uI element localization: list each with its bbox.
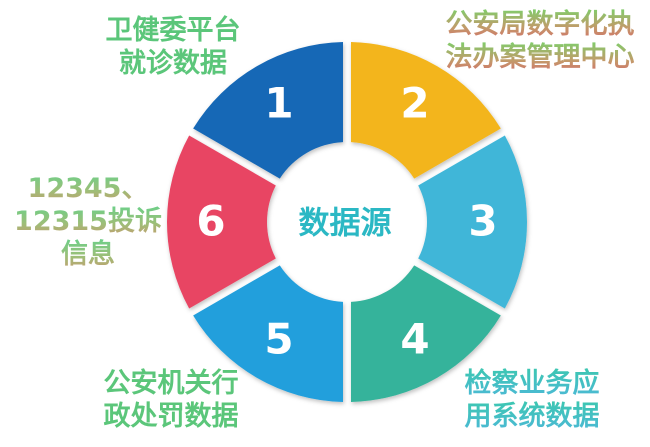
segment-2-label: 公安局数字化执 法办案管理中心	[440, 8, 640, 74]
segment-6-number: 6	[196, 197, 225, 246]
segment-4	[350, 265, 501, 402]
segment-1-label: 卫健委平台 就诊数据	[103, 14, 243, 80]
segment-1-label-line-1: 卫健委平台	[105, 15, 241, 46]
segment-2	[350, 42, 501, 179]
segment-1-number: 1	[264, 79, 293, 128]
segment-2-label-line-2: 法办案管理中心	[440, 41, 640, 74]
segment-5-label-line-1: 公安机关行	[103, 368, 239, 399]
segment-4-label-line-1: 检察业务应	[442, 367, 622, 400]
segment-3	[418, 135, 528, 309]
segment-5-number: 5	[264, 314, 293, 363]
segment-4-number: 4	[400, 314, 429, 363]
center-label: 数据源	[299, 206, 392, 242]
segment-6-label-line-3: 信息	[8, 238, 168, 271]
segment-2-label-line-1: 公安局数字化执	[440, 8, 640, 41]
segment-4-label: 检察业务应 用系统数据	[442, 367, 622, 433]
segment-6-label-line-1: 12345、	[8, 172, 168, 205]
segment-2-number: 2	[400, 79, 429, 128]
segment-5	[193, 265, 344, 402]
segment-3-number: 3	[468, 197, 497, 246]
segment-1-label-line-2: 就诊数据	[119, 48, 227, 79]
segment-6	[167, 135, 276, 309]
segment-6-label: 12345、 12315投诉 信息	[8, 172, 168, 271]
segment-4-label-line-2: 用系统数据	[442, 400, 622, 433]
segment-6-label-line-2: 12315投诉	[8, 205, 168, 238]
segment-5-label-line-2: 政处罚数据	[103, 401, 239, 432]
segment-1	[193, 42, 344, 179]
segment-5-label: 公安机关行 政处罚数据	[96, 367, 246, 433]
